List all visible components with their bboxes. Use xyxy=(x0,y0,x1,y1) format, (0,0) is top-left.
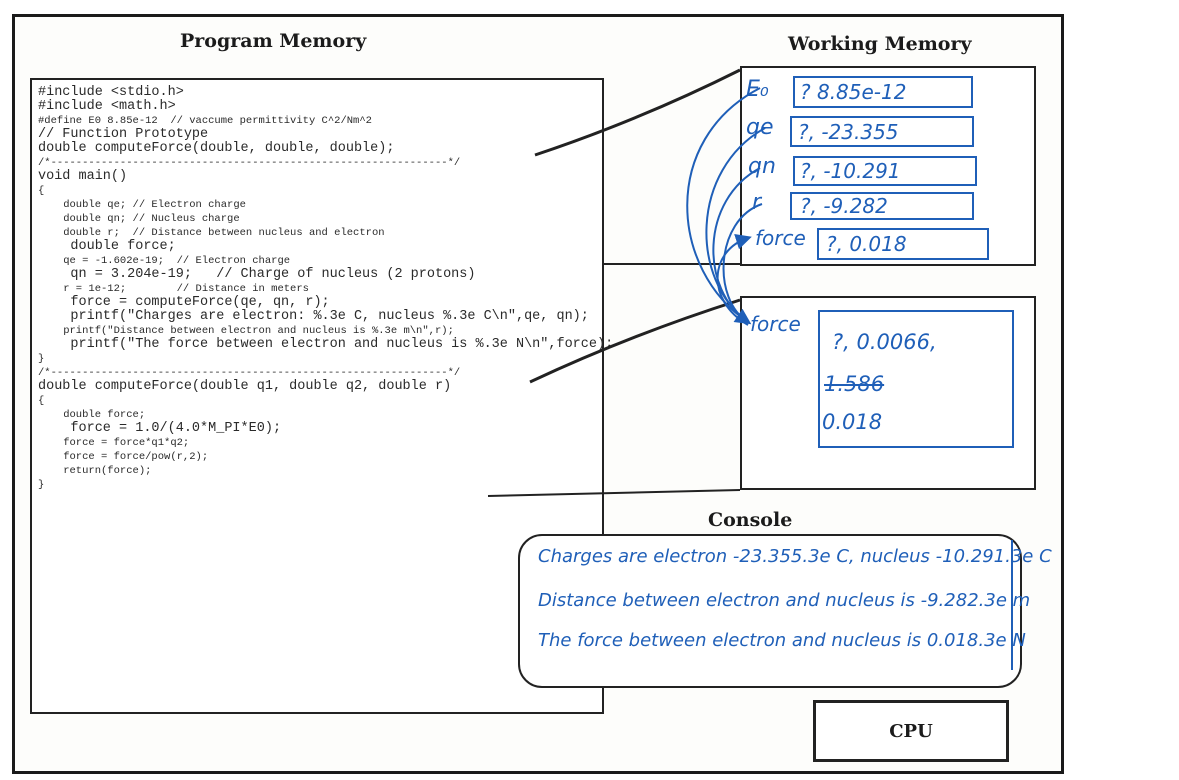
code-line: force = force/pow(r,2); xyxy=(38,451,209,463)
var-value-force: ?, 0.018 xyxy=(826,232,907,256)
function-stack-frame xyxy=(740,296,1036,490)
arrow-qn-to-force xyxy=(712,167,761,323)
program-memory-box: #include <stdio.h> #include <math.h> #de… xyxy=(30,78,613,714)
var-box-qe xyxy=(790,116,974,147)
function-frame-connector xyxy=(487,489,741,497)
code-line: { xyxy=(38,185,45,197)
code-line: #define E0 8.85e-12 // vaccume permittiv… xyxy=(38,115,372,127)
code-listing: #include <stdio.h> #include <math.h> #de… xyxy=(38,86,613,492)
var-box-force xyxy=(817,228,989,260)
var-value-e0: ? 8.85e-12 xyxy=(800,80,907,104)
code-line: /*--------------------------------------… xyxy=(38,157,461,169)
var-value-r: ?, -9.282 xyxy=(800,194,888,218)
code-line: qn = 3.204e-19; // Charge of nucleus (2 … xyxy=(38,267,476,282)
code-line: double qe; // Electron charge xyxy=(38,199,246,211)
console-line-2: Distance between electron and nucleus is… xyxy=(538,590,1031,611)
main-frame-bottom-connector xyxy=(529,298,741,384)
arrow-r-to-force xyxy=(722,203,763,323)
code-line: force = computeForce(qe, qn, r); xyxy=(38,295,330,310)
code-line: } xyxy=(38,353,45,365)
code-line: r = 1e-12; // Distance in meters xyxy=(38,283,309,295)
code-line: force = 1.0/(4.0*M_PI*E0); xyxy=(38,421,282,436)
arrow-force-return xyxy=(716,234,752,326)
func-value-3: 0.018 xyxy=(822,410,883,434)
func-var-label-force: force xyxy=(750,312,801,336)
var-value-qe: ?, -23.355 xyxy=(798,120,899,144)
code-line: } xyxy=(38,479,45,491)
var-box-e0 xyxy=(793,76,973,108)
var-label-r: r xyxy=(752,190,762,215)
code-line: { xyxy=(38,395,45,407)
console-box xyxy=(518,534,1022,688)
code-line: double qn; // Nucleus charge xyxy=(38,213,240,225)
console-line-1: Charges are electron -23.355.3e C, nucle… xyxy=(538,546,1052,567)
code-line: return(force); xyxy=(38,465,152,477)
code-line: #include <math.h> xyxy=(38,99,176,114)
code-line: double force; xyxy=(38,409,146,421)
code-line: // Function Prototype xyxy=(38,127,209,142)
main-stack-frame xyxy=(740,66,1036,266)
code-line: #include <stdio.h> xyxy=(38,85,184,100)
code-line: double computeForce(double q1, double q2… xyxy=(38,379,452,394)
var-box-r xyxy=(790,192,974,220)
func-value-1: ?, 0.0066, xyxy=(832,330,937,354)
var-value-qn: ?, -10.291 xyxy=(800,159,901,183)
cpu-box: CPU xyxy=(813,700,1009,762)
var-label-force: force xyxy=(755,226,806,250)
program-memory-title: Program Memory xyxy=(180,30,367,52)
code-line: force = force*q1*q2; xyxy=(38,437,190,449)
code-line: qe = -1.602e-19; // Electron charge xyxy=(38,255,291,267)
code-line: void main() xyxy=(38,169,128,184)
code-line: double computeForce(double, double, doub… xyxy=(38,141,395,156)
code-line: printf("Charges are electron: %.3e C, nu… xyxy=(38,309,589,324)
cpu-label: CPU xyxy=(889,720,933,742)
func-value-2: 1.586 xyxy=(824,372,885,396)
console-title: Console xyxy=(708,509,793,531)
code-line: printf("The force between electron and n… xyxy=(38,337,614,352)
code-line: printf("Distance between electron and nu… xyxy=(38,325,454,337)
console-line-3: The force between electron and nucleus i… xyxy=(538,630,1026,651)
var-box-qn xyxy=(793,156,977,186)
working-memory-title: Working Memory xyxy=(788,33,972,55)
code-line: /*--------------------------------------… xyxy=(38,367,461,379)
func-var-box-force xyxy=(818,310,1014,448)
code-line: double r; // Distance between nucleus an… xyxy=(38,227,385,239)
var-label-qe: qe xyxy=(746,115,774,140)
code-line: double force; xyxy=(38,239,176,254)
var-label-qn: qn xyxy=(748,154,776,179)
main-frame-connector xyxy=(534,68,741,157)
